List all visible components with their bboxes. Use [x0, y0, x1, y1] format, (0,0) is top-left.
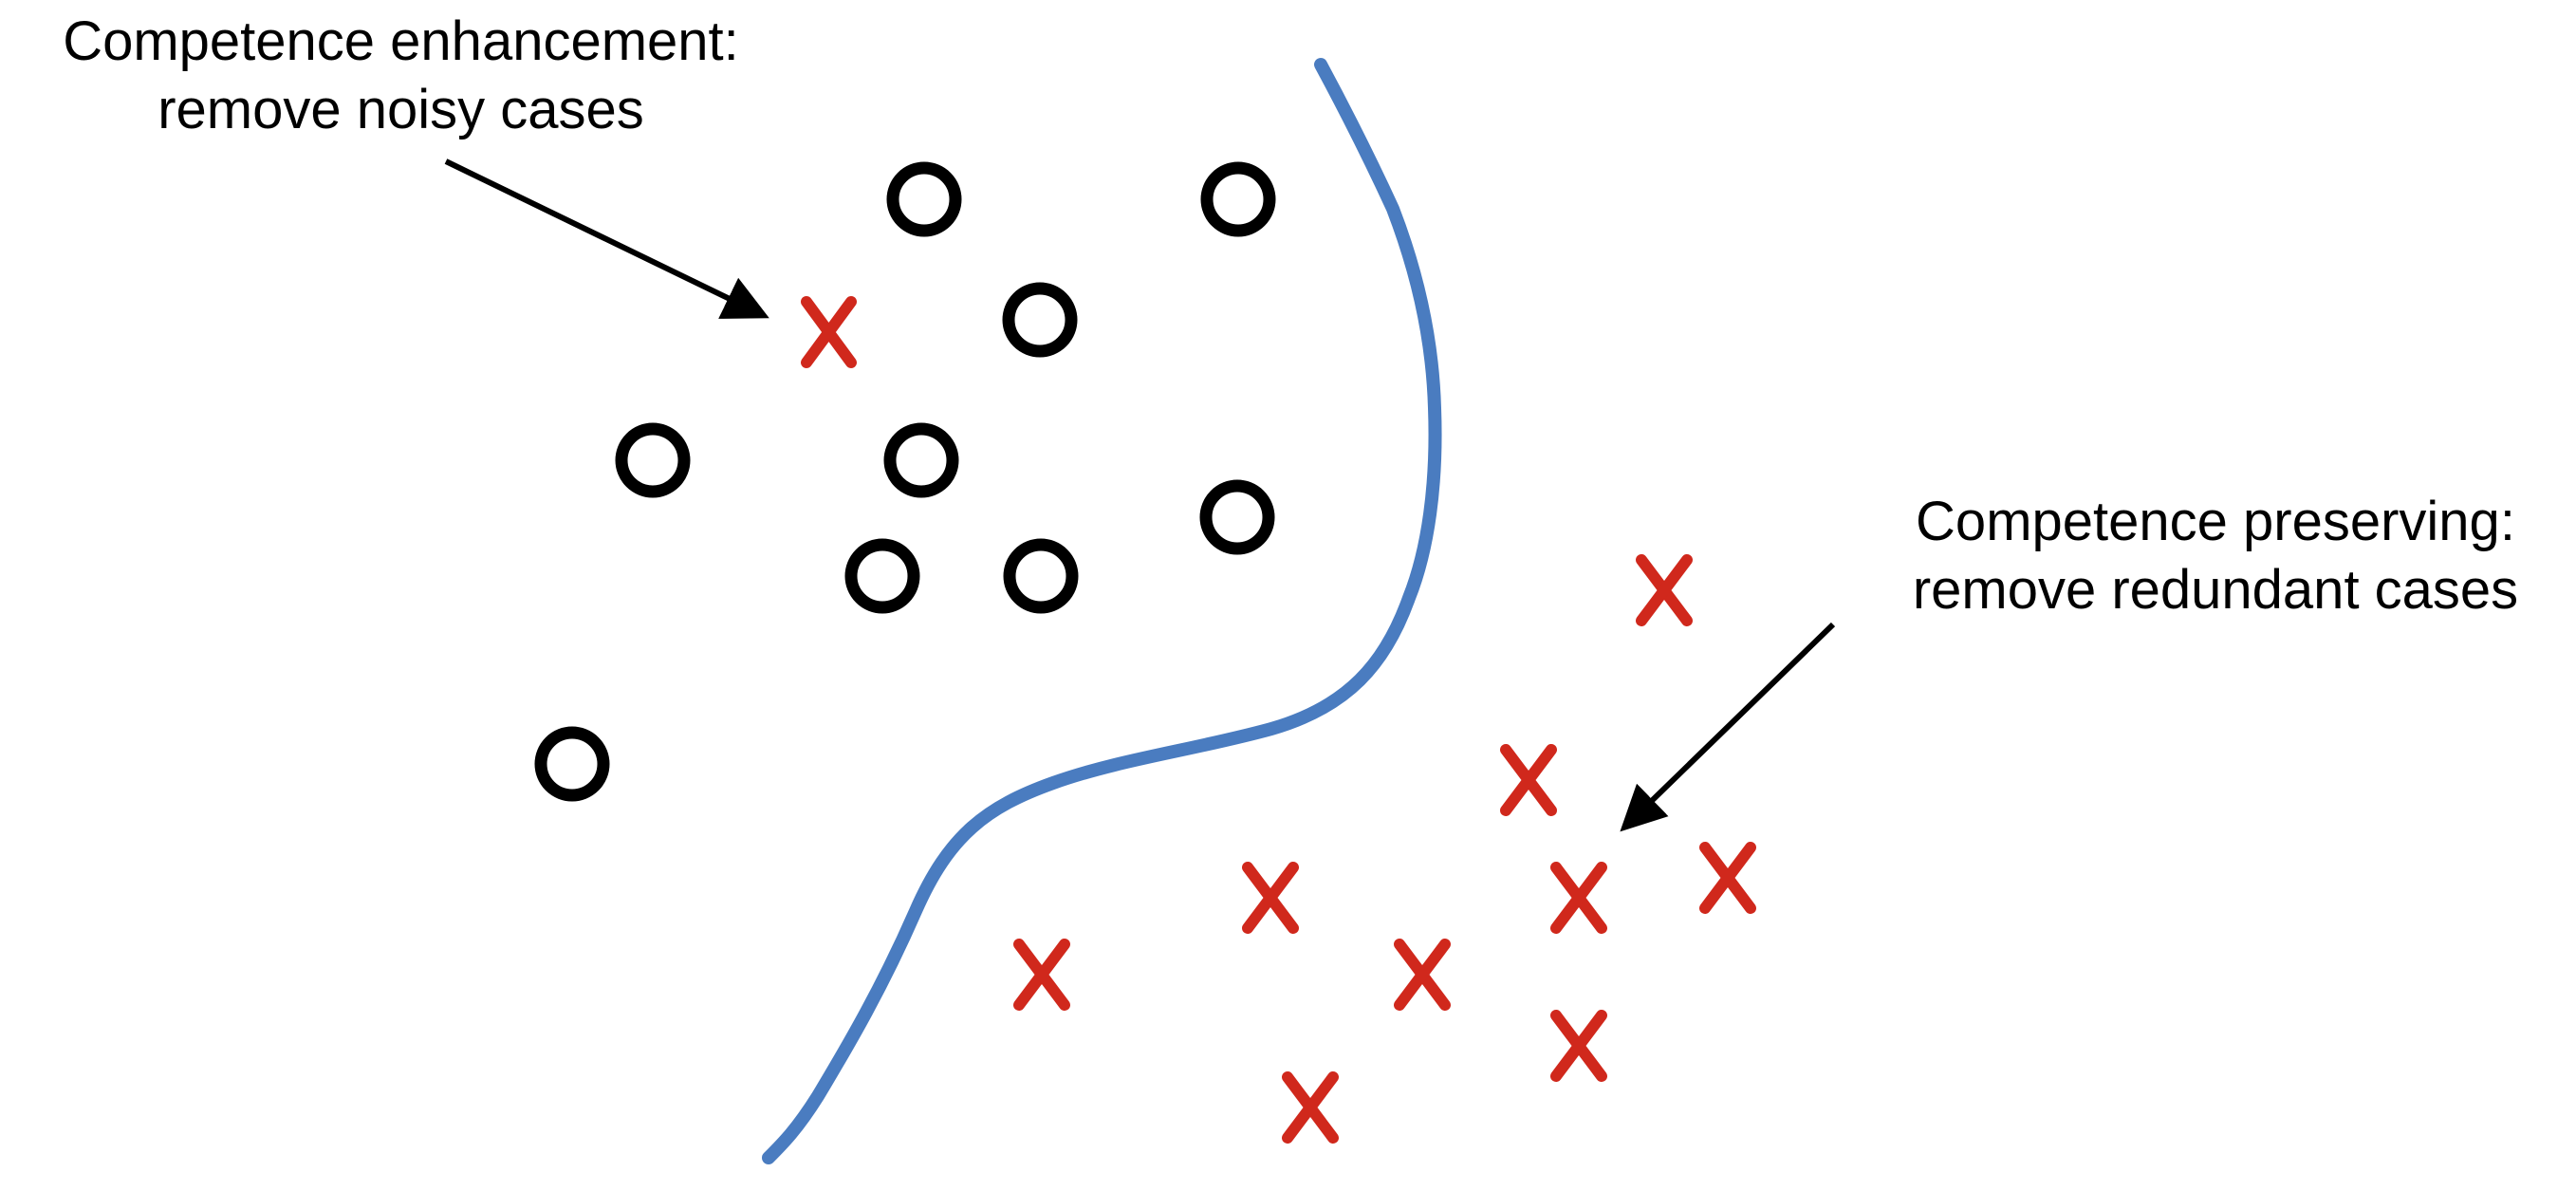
cross-marker [1013, 939, 1070, 1011]
cross-class-group [801, 296, 1756, 1144]
noisy-cross-marker [801, 296, 857, 368]
circle-marker [886, 161, 962, 237]
circle-marker [1199, 479, 1275, 555]
arrow-to-redundant-case [1620, 622, 1836, 832]
annotation-left-line2: remove noisy cases [158, 79, 644, 140]
annotation-competence-preserving: Competence preserving: remove redundant … [1864, 488, 2567, 624]
cross-marker [1550, 1010, 1607, 1082]
arrow-to-noisy-case [444, 158, 769, 319]
cross-marker [1282, 1071, 1339, 1144]
circle-class-group [534, 161, 1276, 802]
cross-marker [1500, 744, 1557, 816]
cross-marker [1636, 554, 1693, 626]
cross-marker [1242, 862, 1299, 934]
annotation-right-line2: remove redundant cases [1912, 559, 2519, 621]
cross-marker [1394, 939, 1451, 1011]
circle-marker [883, 422, 959, 498]
circle-marker [615, 422, 691, 498]
circle-marker [1002, 282, 1078, 358]
annotation-competence-enhancement: Competence enhancement: remove noisy cas… [9, 8, 792, 144]
circle-marker [1200, 161, 1276, 237]
annotation-right-line1: Competence preserving: [1916, 491, 2515, 552]
circle-marker [844, 538, 920, 614]
redundant-cross-marker [1550, 862, 1607, 934]
decision-boundary-curve [762, 58, 1442, 1164]
circle-marker [1003, 538, 1079, 614]
cross-marker [1699, 842, 1756, 914]
annotation-left-line1: Competence enhancement: [63, 10, 739, 72]
circle-marker [534, 726, 610, 802]
